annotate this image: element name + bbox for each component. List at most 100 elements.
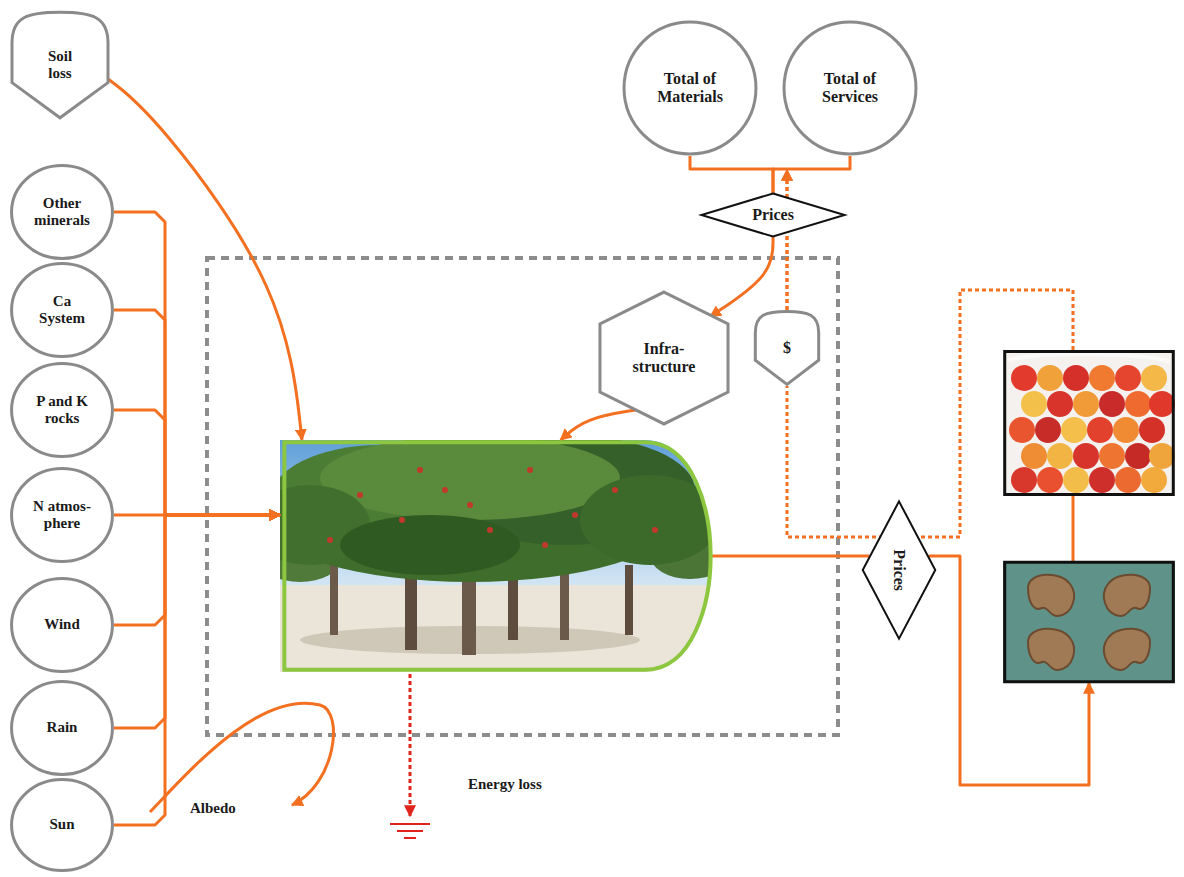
source-circle: Sun [10,778,114,872]
source-circle: Rain [10,680,114,776]
source-circle: N atmos- phere [10,467,114,563]
infrastructure-hexagon: Infra- structure [598,290,730,426]
text-holder: Rain [10,680,114,776]
node-outline [1003,561,1175,683]
source-circle: Ca System [10,262,114,358]
text-stack: P and K rocks [30,393,94,428]
node-label: Rain [30,719,94,736]
flow-arrow [114,515,280,825]
text-holder: Infra- structure [598,290,730,426]
outline-shape [863,501,936,638]
flow-arrow [114,515,280,728]
flow-arrow [114,515,280,625]
outline-shape [12,681,113,774]
outline-shape [12,779,113,870]
flow-label: Albedo [190,800,236,817]
flow-arrow [1072,496,1075,561]
outline-shape [284,442,710,669]
text-stack: Prices [752,206,794,224]
node-label: N atmos- phere [30,498,94,533]
cashew-apples-photo [1003,350,1175,496]
text-holder: P and K rocks [10,362,114,458]
flow-arrow [114,212,280,515]
text-stack: Ca System [33,293,91,328]
text-holder: Sun [10,778,114,872]
text-holder: Ca System [10,262,114,358]
text-holder: $ [754,310,820,386]
flow-arrow [561,410,638,440]
flow-arrow [786,170,789,310]
outline-shape [12,12,108,118]
cashew-tree-photo [250,435,730,675]
flow-label: Energy loss [468,776,542,793]
text-holder [1003,561,1175,683]
outline-shape [624,22,756,154]
outline-shape [1005,562,1174,682]
outline-shape [12,363,113,456]
outline-shape [755,312,818,385]
flow-arrow [114,410,280,515]
node-label: Infra- structure [624,340,704,377]
flow-arrow [114,310,280,515]
node-outline [280,440,715,672]
text-holder: Prices [700,193,846,237]
text-holder [1003,350,1175,496]
outline-shape [1005,351,1174,494]
price-diamond: Prices [862,500,936,640]
text-stack: Rain [30,719,94,736]
source-circle: Total of Services [782,20,918,156]
system-boundary [207,258,838,735]
text-holder: Total of Materials [622,20,758,156]
text-stack: Soil loss [38,48,83,83]
text-stack: Total of Services [810,70,890,107]
price-diamond: Prices [700,193,846,237]
flow-arrow [710,237,773,317]
node-label: Wind [30,616,94,633]
node-label: Ca System [33,293,91,328]
source-circle: Total of Materials [622,20,758,156]
text-stack: N atmos- phere [30,498,94,533]
money-shield: $ [754,310,820,386]
source-circle: Other minerals [10,164,114,260]
text-stack: Total of Materials [650,70,730,107]
heat-sink-symbol [390,824,430,838]
node-label: Soil loss [38,48,83,83]
outline-shape [600,292,728,424]
flow-arrow [773,156,850,193]
source-circle: P and K rocks [10,362,114,458]
node-label: P and K rocks [30,393,94,428]
text-holder: Other minerals [10,164,114,260]
energy-loss-flow [409,674,412,816]
node-label: Other minerals [30,195,94,230]
cashew-nuts-photo [1003,561,1175,683]
storage-shield: Soil loss [10,10,110,120]
flow-arrow [929,556,1089,785]
text-stack: Wind [30,616,94,633]
outline-shape [12,165,113,258]
outline-shape [12,578,113,671]
text-stack: Other minerals [30,195,94,230]
node-label: Prices [752,206,794,224]
flow-arrow [787,290,1073,537]
node-label: Prices [890,549,908,591]
product-photo [1003,350,1175,496]
node-label: Sun [30,816,94,833]
node-outline [1003,350,1175,496]
text-holder: Prices [862,500,936,640]
flow-arrow [711,555,870,558]
text-holder: N atmos- phere [10,467,114,563]
outline-shape [701,193,844,236]
outline-shape [12,263,113,356]
product-photo [1003,561,1175,683]
outline-shape [784,22,916,154]
text-stack: Sun [30,816,94,833]
text-stack: $ [783,339,791,357]
text-holder: Total of Services [782,20,918,156]
text-holder [280,440,715,672]
outline-shape [12,468,113,561]
text-stack: Prices [890,549,908,591]
flow-arrow [786,170,789,310]
flow-arrow [107,78,302,440]
